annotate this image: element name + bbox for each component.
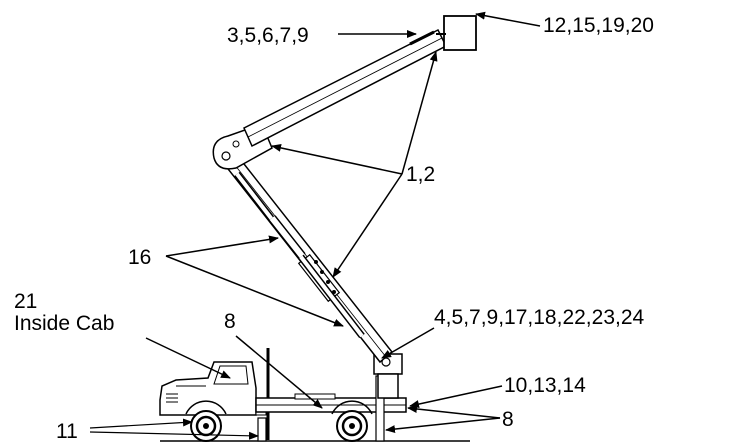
arrow-1-2-b <box>271 143 403 175</box>
arrow-8-right-a <box>407 404 501 419</box>
arrow-11-b <box>89 431 259 440</box>
truck <box>159 348 407 442</box>
labels: 12,15,19,20 3,5,6,7,9 1,2 16 21 Inside C… <box>14 14 654 443</box>
label-4-5-7-9-17-18-22-23-24: 4,5,7,9,17,18,22,23,24 <box>434 306 645 329</box>
arrow-16-a <box>165 235 279 257</box>
label-8-right: 8 <box>502 408 514 431</box>
arrow-11-a <box>89 418 193 429</box>
arrow-4-5-7-9 <box>381 327 435 359</box>
leader-arrows <box>89 11 541 440</box>
label-21: 21 <box>14 290 37 313</box>
upper-boom <box>243 28 448 148</box>
label-1-2: 1,2 <box>406 163 435 186</box>
label-16: 16 <box>128 246 151 269</box>
label-inside-cab: Inside Cab <box>14 312 114 335</box>
arrow-inside-cab <box>145 337 231 379</box>
front-wheel <box>185 400 227 442</box>
label-12-15-19-20: 12,15,19,20 <box>543 14 654 37</box>
hydraulic-cylinder <box>234 171 365 339</box>
arrow-10-13-14 <box>409 385 503 408</box>
cab-window <box>213 365 249 385</box>
label-8-top: 8 <box>224 310 236 333</box>
label-10-13-14: 10,13,14 <box>504 374 586 397</box>
arrow-12-15-19-20 <box>475 11 541 27</box>
arrow-16-b <box>165 255 344 327</box>
arrow-1-2-c <box>332 173 403 278</box>
arrow-1-2-a <box>401 51 438 175</box>
bucket <box>436 15 477 51</box>
rear-wheel <box>331 400 373 442</box>
label-3-5-6-7-9: 3,5,6,7,9 <box>227 24 309 47</box>
label-11: 11 <box>56 420 78 443</box>
arrow-8-right-b <box>385 417 501 434</box>
arrow-8-top <box>235 335 323 409</box>
